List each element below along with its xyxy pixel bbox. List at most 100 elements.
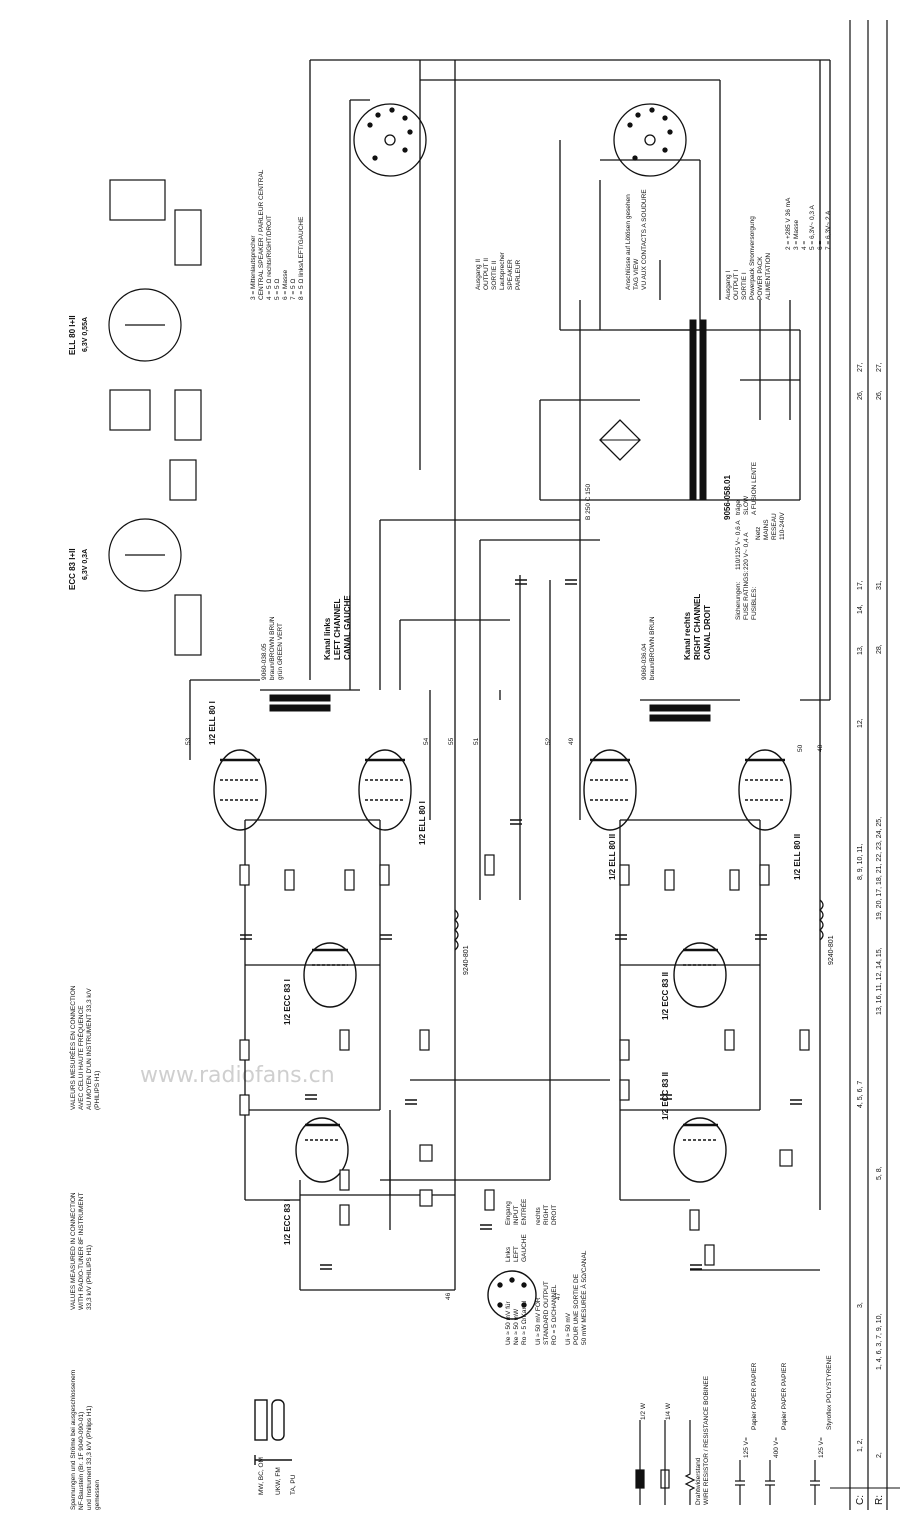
power-transformer xyxy=(599,319,707,501)
watermark: www.radiofans.cn xyxy=(140,1063,335,1088)
tube-envelope xyxy=(213,749,267,831)
svg-text:RO = 5 Ω/CHANNEL: RO = 5 Ω/CHANNEL xyxy=(551,1284,558,1345)
output-labels: Ausgang II OUTPUT II SORTIE II Lautsprec… xyxy=(475,216,772,300)
svg-text:NF-Baustein (Br. 1F 9040-090-0: NF-Baustein (Br. 1F 9040-090-01) xyxy=(78,1412,85,1510)
svg-text:Ui ≈ 50 mV: Ui ≈ 50 mV xyxy=(565,1312,572,1345)
channel-label: CANAL DROIT xyxy=(703,605,712,660)
fuse-notes: Sicherungen: FUSE RATINGS: FUSIBLES: 110… xyxy=(735,461,758,620)
svg-text:3 = Mittenlautsprecher: 3 = Mittenlautsprecher xyxy=(250,235,257,300)
cap-legend-value: 125 V= xyxy=(743,1437,750,1458)
cap-legend-type: Papier PAPER PAPIER xyxy=(751,1362,758,1430)
header-notes-de: Spannungen und Ströme bei ausgeschlossen… xyxy=(70,1370,101,1510)
footer-r-item: 1, 4, 6, 3, 7, 9, 10, xyxy=(876,1314,883,1370)
input-specs: Ue ≈ 50 mV für Ne ≈ 50 mW Ro ≈ 5 Ω/Kanal… xyxy=(505,1250,588,1345)
tubes xyxy=(213,749,792,1183)
rectifier-label: B 250 C 150 xyxy=(585,483,592,520)
svg-text:Ro ≈ 5 Ω/Kanal: Ro ≈ 5 Ω/Kanal xyxy=(521,1300,528,1345)
svg-text:SORTIE I: SORTIE I xyxy=(741,272,748,300)
footer-r-item: 5, 8, xyxy=(876,1166,883,1180)
footer-c-item: 12, xyxy=(857,718,864,728)
footer-c-item: 8, 9, 10, 11, xyxy=(857,843,864,880)
svg-text:49: 49 xyxy=(568,737,575,745)
svg-text:träge: träge xyxy=(735,500,742,515)
output-transformer-left xyxy=(260,689,360,712)
footer-r-item: 13, 16, 11, 12, 14, 15, xyxy=(876,947,883,1015)
components xyxy=(239,854,810,1266)
svg-text:Lautsprecher: Lautsprecher xyxy=(499,251,506,290)
svg-text:4 = 5 Ω rechts/RIGHT/DROIT: 4 = 5 Ω rechts/RIGHT/DROIT xyxy=(266,215,273,300)
svg-text:PARLEUR: PARLEUR xyxy=(515,259,522,290)
channel-label: RIGHT CHANNEL xyxy=(693,594,702,660)
footer-c-item: 3, xyxy=(857,1302,864,1308)
power-transformer-part: 9056-058.01 xyxy=(723,475,732,520)
svg-text:VU AUX CONTACTS A SOUDURE: VU AUX CONTACTS A SOUDURE xyxy=(641,189,648,290)
svg-text:ENTRÉE: ENTRÉE xyxy=(519,1198,528,1225)
svg-text:4 =: 4 = xyxy=(801,241,808,250)
svg-text:rechts: rechts xyxy=(535,1207,542,1225)
cap-legend-type: Papier PAPER PAPIER xyxy=(781,1362,788,1430)
svg-text:SLOW: SLOW xyxy=(743,495,750,515)
switch-label: TA, PU xyxy=(290,1474,297,1495)
switch-label: UKW, FM xyxy=(275,1467,282,1495)
svg-text:55: 55 xyxy=(448,737,455,745)
tube-envelope xyxy=(295,1117,349,1183)
svg-text:8 = 5 Ω links/LEFT/GAUCHE: 8 = 5 Ω links/LEFT/GAUCHE xyxy=(298,216,305,300)
power-socket xyxy=(613,103,687,177)
tube-label: 1/2 ECC 83 I xyxy=(283,979,292,1025)
svg-text:(PHILIPS H1): (PHILIPS H1) xyxy=(94,1071,101,1110)
pinout-heater: 6,3V 0,55A xyxy=(82,317,89,352)
mains-label: Netz xyxy=(755,527,762,540)
svg-text:und Instrument 33,3 k/V (Phili: und Instrument 33,3 k/V (Philips H1) xyxy=(86,1406,93,1510)
footer-c-item: 13, xyxy=(857,645,864,655)
transformer-part: 9060-038.05 xyxy=(261,643,268,680)
transformer-part: 9060-036.04 xyxy=(641,643,648,680)
tube-envelope xyxy=(303,942,357,1008)
footer-r-label: R: xyxy=(874,1495,885,1505)
inductor-label: 9240-801 xyxy=(828,935,835,965)
svg-text:6 = Masse: 6 = Masse xyxy=(282,269,289,300)
mains-label: MAINS xyxy=(763,519,770,540)
tube-label: 1/2 ECC 83 I xyxy=(283,1199,292,1245)
tube-label: 1/2 ECC 83 II xyxy=(661,1072,670,1120)
transformer-colors: braun/BROWN BRUN xyxy=(269,616,276,680)
svg-text:Eingang: Eingang xyxy=(505,1201,512,1225)
svg-text:53: 53 xyxy=(185,737,192,745)
footer-r-groups: 2, 1, 4, 6, 3, 7, 9, 10, 5, 8, 13, 16, 1… xyxy=(876,362,883,1458)
svg-text:Spannungen und Ströme bei ausg: Spannungen und Ströme bei ausgeschlossen… xyxy=(70,1370,77,1510)
speaker-labels: 3 = Mittenlautsprecher CENTRAL SPEAKER /… xyxy=(250,169,305,300)
svg-text:7 = 5 Ω: 7 = 5 Ω xyxy=(290,279,297,300)
svg-text:A FUSION LENTE: A FUSION LENTE xyxy=(751,461,758,515)
legend-text: 1/4 W xyxy=(665,1402,672,1420)
footer-c-item: 14, xyxy=(857,604,864,614)
svg-text:50 mW MESURÉE À 5Ω/CANAL: 50 mW MESURÉE À 5Ω/CANAL xyxy=(579,1250,588,1345)
svg-text:Sicherungen:: Sicherungen: xyxy=(735,582,742,620)
cap-legend-value: 125 V= xyxy=(818,1437,825,1458)
svg-text:50: 50 xyxy=(797,744,804,752)
cap-legend-value: 400 V= xyxy=(773,1437,780,1458)
channel-label: LEFT CHANNEL xyxy=(333,599,342,660)
capacitors xyxy=(240,579,802,1270)
footer-r-item: 31, xyxy=(876,580,883,590)
tube-label: 1/2 ELL 80 I xyxy=(208,701,217,745)
svg-text:Ne ≈ 50 mW: Ne ≈ 50 mW xyxy=(513,1308,520,1345)
svg-text:POUR UNE SORTIE DE: POUR UNE SORTIE DE xyxy=(573,1273,580,1345)
socket-note: Anschlüsse auf Lötösen gesehen TAG VIEW … xyxy=(625,189,648,290)
svg-text:7 = 6,3V~ 2 A: 7 = 6,3V~ 2 A xyxy=(825,210,832,250)
svg-text:220 V~ 0,4 A: 220 V~ 0,4 A xyxy=(743,532,750,570)
legend-text: 1/2 W xyxy=(640,1402,647,1420)
svg-text:3 = Masse: 3 = Masse xyxy=(793,219,800,250)
svg-text:Ausgang II: Ausgang II xyxy=(475,259,482,290)
footer-table xyxy=(830,20,900,1510)
svg-text:CENTRAL SPEAKER / PARLEUR CENT: CENTRAL SPEAKER / PARLEUR CENTRAL xyxy=(258,169,265,300)
svg-text:RIGHT: RIGHT xyxy=(543,1205,550,1225)
svg-text:STANDARD OUTPUT: STANDARD OUTPUT xyxy=(543,1281,550,1345)
socket-spec: 2 = +285 V 36 mA 3 = Masse 4 = 5 = 6,3V~… xyxy=(785,197,832,250)
pinout-title: ELL 80 I+II xyxy=(68,315,77,355)
svg-text:FUSE RATINGS:: FUSE RATINGS: xyxy=(743,570,750,620)
svg-text:Links: Links xyxy=(505,1246,512,1262)
svg-text:WITH RADIO-TUNER 8F INSTRUMENT: WITH RADIO-TUNER 8F INSTRUMENT xyxy=(78,1193,85,1310)
svg-text:Ue ≈ 50 mV für: Ue ≈ 50 mV für xyxy=(505,1300,512,1345)
output-transformer-right xyxy=(640,699,740,722)
svg-text:48: 48 xyxy=(817,744,824,752)
